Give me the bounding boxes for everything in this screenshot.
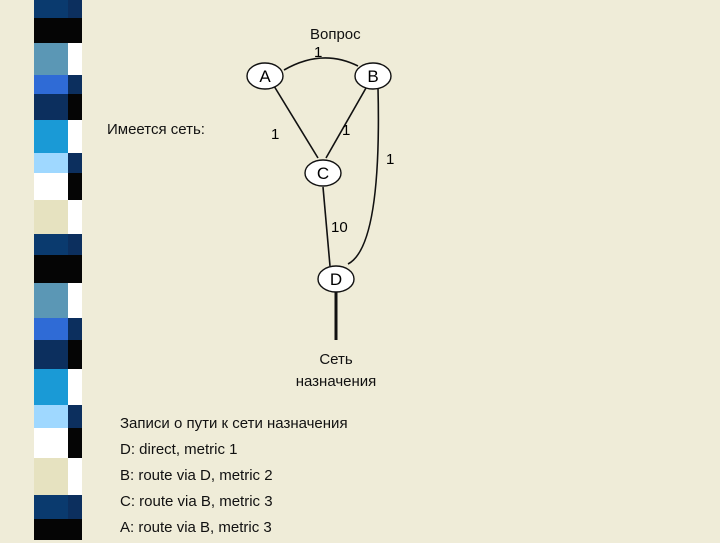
node-d: D [318, 266, 354, 292]
weight-c-d: 10 [331, 219, 348, 236]
node-b-label: B [367, 67, 378, 86]
records-title: Записи о пути к сети назначения [120, 413, 348, 439]
node-d-label: D [330, 270, 342, 289]
node-c-label: C [317, 164, 329, 183]
question-label: Вопрос [310, 26, 361, 44]
node-c: C [305, 160, 341, 186]
weight-a-b: 1 [314, 44, 322, 61]
destination-network-label: Сеть назначения [276, 349, 396, 393]
weight-b-d: 1 [386, 151, 394, 168]
destination-label-line-2: назначения [276, 371, 396, 393]
node-b: B [355, 63, 391, 89]
record-item: D: direct, metric 1 [120, 439, 348, 465]
node-a-label: A [259, 67, 271, 86]
weight-b-c: 1 [342, 122, 350, 139]
network-label: Имеется сеть: [107, 121, 205, 139]
node-a: A [247, 63, 283, 89]
destination-label-line-1: Сеть [276, 349, 396, 371]
record-item: B: route via D, metric 2 [120, 465, 348, 491]
edge-c-d [323, 187, 330, 266]
route-records: Записи о пути к сети назначения D: direc… [120, 413, 348, 543]
record-item: C: route via B, metric 3 [120, 491, 348, 517]
record-item: A: route via B, metric 3 [120, 517, 348, 543]
edge-b-d [348, 88, 378, 264]
edge-a-c [274, 86, 318, 158]
weight-a-c: 1 [271, 126, 279, 143]
